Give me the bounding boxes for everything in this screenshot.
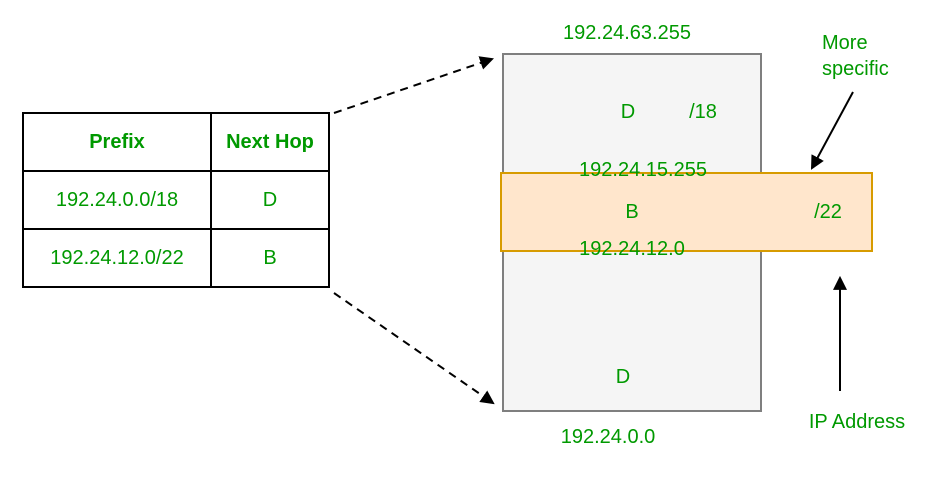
band-next-hop-label: B <box>625 201 639 223</box>
prefix-cell: 192.24.12.0/22 <box>22 228 212 288</box>
band-prefix-length-label: /22 <box>814 201 842 223</box>
overlap-band <box>500 172 873 252</box>
prefix-cell: 192.24.0.0/18 <box>22 170 212 230</box>
dashed-connector-top-arrow <box>333 56 494 114</box>
lower-region-next-hop-label: D <box>615 366 631 388</box>
table-header-row: Prefix Next Hop <box>22 112 330 172</box>
more-specific-arrow <box>811 91 854 170</box>
next-hop-cell: D <box>210 170 330 230</box>
column-header-prefix: Prefix <box>22 112 212 172</box>
dashed-connector-bottom-arrow <box>333 292 495 405</box>
upper-region-prefix-length-label: /18 <box>689 101 717 123</box>
block-top-address-label: 192.24.63.255 <box>563 22 691 44</box>
table-row: 192.24.0.0/18 D <box>22 170 330 230</box>
next-hop-cell: B <box>210 228 330 288</box>
more-specific-annotation: More specific <box>822 32 889 80</box>
table-row: 192.24.12.0/22 B <box>22 228 330 288</box>
upper-region-next-hop-label: D <box>620 101 636 123</box>
column-header-next-hop: Next Hop <box>210 112 330 172</box>
band-bottom-address-label: 192.24.12.0 <box>579 238 685 260</box>
band-top-address-label: 192.24.15.255 <box>579 159 707 181</box>
routing-table: Prefix Next Hop 192.24.0.0/18 D 192.24.1… <box>22 112 330 288</box>
block-bottom-address-label: 192.24.0.0 <box>560 426 656 448</box>
ip-address-annotation: IP Address <box>808 411 906 433</box>
